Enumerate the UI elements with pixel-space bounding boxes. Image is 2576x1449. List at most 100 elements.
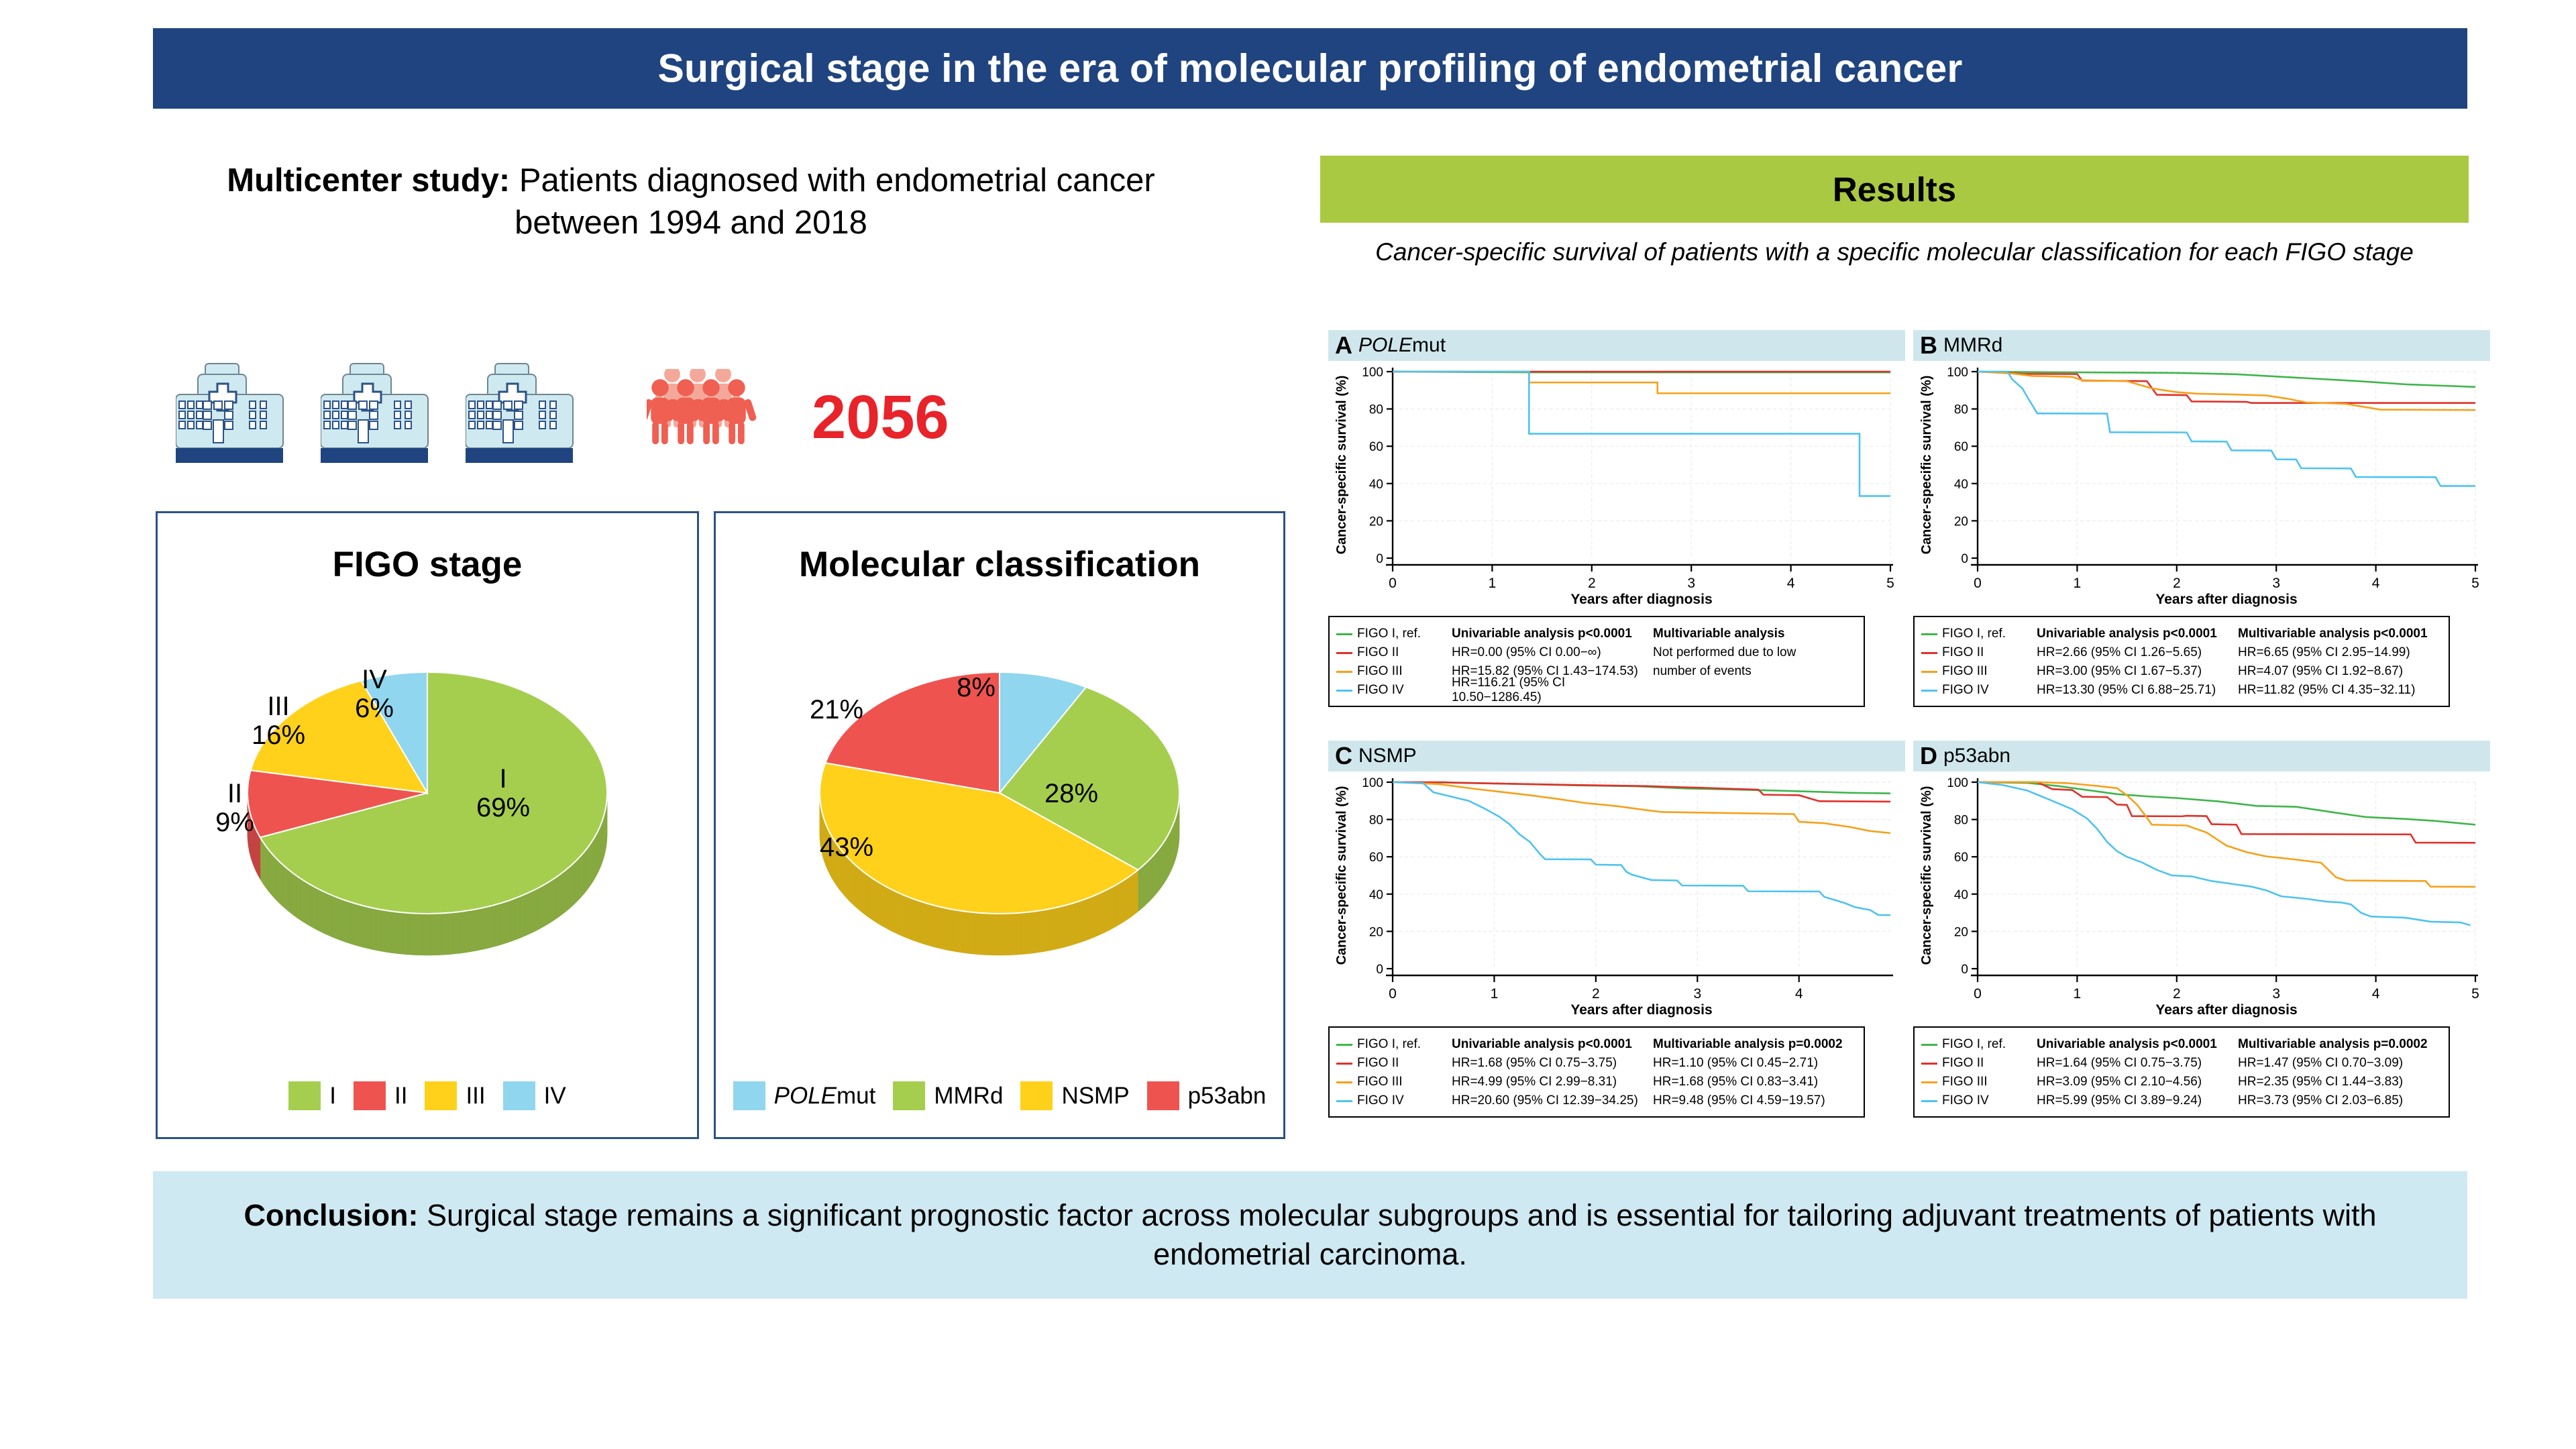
patient-count: 2056 [812, 382, 949, 451]
svg-text:3: 3 [1693, 986, 1701, 1002]
table-row-key: FIGO I, ref. [1336, 1037, 1452, 1052]
legend-label: II [394, 1082, 408, 1109]
multivariable-value: HR=11.82 (95% CI 4.35−32.11) [2238, 683, 2416, 697]
figo-stage-label: FIGO III [1942, 664, 1988, 678]
legend-line-swatch [1921, 651, 1937, 654]
panel-letter: D [1920, 742, 1937, 769]
panel-subgroup-name: p53abn [1943, 745, 2011, 767]
univariable-value: Univariable analysis p<0.0001 [1452, 627, 1632, 641]
svg-text:60: 60 [1954, 851, 1968, 865]
people-group-icon [640, 366, 788, 473]
legend-line-swatch [1921, 689, 1937, 692]
legend-item: NSMP [1020, 1081, 1130, 1110]
svg-text:Cancer-specific survival (%): Cancer-specific survival (%) [1334, 376, 1349, 555]
svg-text:0: 0 [1974, 986, 1982, 1002]
univariable-value: HR=1.68 (95% CI 0.75−3.75) [1452, 1056, 1617, 1070]
multivariable-value: Multivariable analysis p=0.0002 [2238, 1037, 2428, 1051]
svg-text:100: 100 [1362, 366, 1383, 380]
svg-text:0: 0 [1376, 552, 1383, 566]
multivariable-value: HR=6.65 (95% CI 2.95−14.99) [2238, 645, 2410, 659]
svg-text:2: 2 [1588, 576, 1596, 591]
multivariable-value: HR=1.10 (95% CI 0.45−2.71) [1653, 1056, 1819, 1070]
svg-text:3: 3 [2272, 986, 2280, 1002]
univariable-value: HR=1.64 (95% CI 0.75−3.75) [2037, 1056, 2202, 1070]
svg-text:20: 20 [1954, 925, 1968, 939]
legend-swatch [425, 1081, 458, 1110]
svg-text:5: 5 [2471, 576, 2479, 591]
svg-text:4: 4 [1787, 576, 1795, 591]
pie-slice-label: I 69% [476, 764, 531, 823]
svg-text:0: 0 [1961, 963, 1968, 977]
panel-letter: B [1920, 331, 1937, 359]
legend-item: III [425, 1081, 486, 1110]
univariable-value: Univariable analysis p<0.0001 [2037, 627, 2217, 641]
legend-line-swatch [1336, 1099, 1352, 1102]
molecular-classification-pie: 8%28%43%21% [716, 585, 1283, 1014]
legend-label: III [466, 1082, 486, 1109]
pie-slice-label: IV 6% [355, 665, 394, 724]
legend-line-swatch [1336, 670, 1352, 673]
pie-slice-label: 8% [957, 673, 996, 702]
figo-stage-pie: I 69%II 9%III 16%IV 6% [158, 585, 697, 1014]
conclusion-box: Conclusion: Surgical stage remains a sig… [153, 1171, 2467, 1299]
legend-line-swatch [1921, 633, 1937, 635]
svg-text:4: 4 [2372, 576, 2380, 591]
svg-text:0: 0 [1389, 986, 1397, 1002]
table-row: FIGO I, ref.Univariable analysis p<0.000… [1336, 625, 1860, 643]
hazard-ratio-table: FIGO I, ref.Univariable analysis p<0.000… [1328, 616, 1865, 707]
legend-item: II [354, 1081, 407, 1110]
hospital-icon [320, 349, 435, 473]
figo-stage-label: FIGO IV [1942, 683, 1989, 697]
hazard-ratio-table: FIGO I, ref. Univariable analysis p<0.000… [1913, 1026, 2450, 1118]
conclusion-lead: Conclusion: [244, 1197, 419, 1232]
univariable-value: HR=116.21 (95% CI 10.50−1286.45) [1452, 676, 1566, 704]
svg-text:1: 1 [1491, 986, 1499, 1002]
molecular-classification-chart-panel: Molecular classification 8%28%43%21% POL… [714, 511, 1285, 1139]
figo-stage-label: FIGO IV [1357, 683, 1404, 697]
figo-stage-label: FIGO IV [1357, 1093, 1404, 1108]
page-title-banner: Surgical stage in the era of molecular p… [153, 28, 2467, 109]
table-row-key: FIGO II [1921, 645, 2037, 660]
univariable-value: HR=20.60 (95% CI 12.39−34.25) [1452, 1093, 1638, 1108]
study-description: Multicenter study: Patients diagnosed wi… [161, 160, 1221, 244]
multivariable-value: Not performed due to low [1653, 645, 1796, 659]
legend-swatch [354, 1081, 386, 1110]
legend-item: POLEmut [733, 1081, 875, 1110]
svg-text:1: 1 [1489, 576, 1497, 591]
table-row-key: FIGO II [1336, 645, 1452, 660]
table-row-key: FIGO IV [1921, 1093, 2037, 1108]
svg-text:Years after diagnosis: Years after diagnosis [2155, 1002, 2297, 1018]
pie-slice-label: 21% [809, 695, 864, 724]
pie-slice-label: II 9% [215, 779, 254, 838]
figo-stage-label: FIGO I, ref. [1942, 1037, 2006, 1051]
svg-text:0: 0 [1376, 963, 1383, 977]
table-row-key: FIGO IV [1921, 683, 2037, 698]
svg-text:80: 80 [1369, 814, 1383, 828]
study-description-text: Patients diagnosed with endometrial canc… [510, 162, 1155, 241]
svg-text:Cancer-specific survival (%): Cancer-specific survival (%) [1919, 376, 1934, 555]
legend-swatch [288, 1081, 321, 1110]
multivariable-value: HR=4.07 (95% CI 1.92−8.67) [2238, 664, 2404, 678]
legend-line-swatch [1921, 1099, 1937, 1102]
svg-text:100: 100 [1947, 366, 1968, 380]
univariable-value: Univariable analysis p<0.0001 [2037, 1037, 2217, 1051]
legend-label: I [329, 1082, 336, 1109]
svg-text:5: 5 [1886, 576, 1894, 591]
table-row-key: FIGO III [1921, 664, 2037, 679]
pie-slice-label: 28% [1044, 779, 1099, 808]
table-row-key: FIGO IV [1336, 683, 1452, 698]
table-row-key: FIGO I, ref. [1921, 1037, 2037, 1052]
legend-line-swatch [1336, 633, 1352, 635]
figo-stage-label: FIGO III [1357, 664, 1403, 678]
svg-text:80: 80 [1954, 814, 1968, 828]
svg-text:60: 60 [1369, 440, 1383, 454]
